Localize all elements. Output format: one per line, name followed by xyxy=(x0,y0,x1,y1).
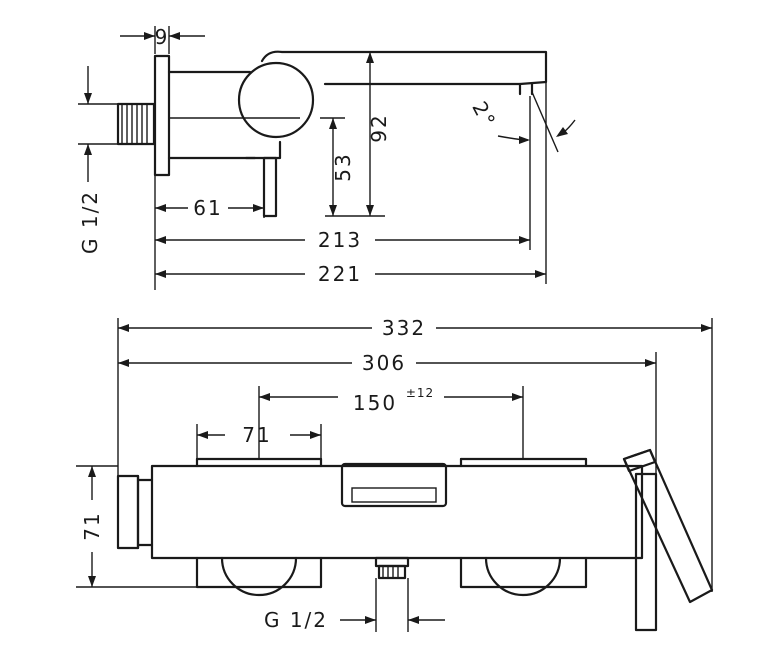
dim-overall-width: 332 xyxy=(382,316,426,340)
dim-centres: 150 xyxy=(353,391,397,415)
dim-outlet: G 1/2 xyxy=(264,608,328,632)
front-view-dimensions: 332 306 150 ±12 71 71 xyxy=(76,316,713,632)
dim-height-high: 92 xyxy=(367,113,391,142)
dim-spout-projection: 213 xyxy=(318,228,362,252)
dim-centres-tolerance: ±12 xyxy=(406,386,434,400)
front-center-shelf xyxy=(340,462,448,508)
front-left-cap xyxy=(116,474,140,550)
front-body xyxy=(150,464,644,560)
front-left-handle xyxy=(195,457,323,597)
dim-overall-projection: 221 xyxy=(318,262,362,286)
side-body xyxy=(167,50,548,218)
front-right-handle xyxy=(459,457,588,597)
dim-wall-depth: 9 xyxy=(155,25,170,49)
dim-body-width: 306 xyxy=(362,351,406,375)
dim-height-low: 53 xyxy=(331,152,355,181)
dim-side-inlet: G 1/2 xyxy=(78,190,102,254)
front-view xyxy=(116,448,714,632)
dim-offset: 61 xyxy=(193,196,222,220)
dim-handle-width: 71 xyxy=(242,423,271,447)
front-right-holder xyxy=(634,472,658,632)
side-view xyxy=(116,50,548,218)
front-bottom-outlet xyxy=(374,556,410,580)
dim-height: 71 xyxy=(80,511,104,540)
side-threaded-inlet xyxy=(116,102,156,146)
side-wall-plate xyxy=(153,54,171,177)
front-hand-shower xyxy=(622,448,714,604)
dim-angle: 2° xyxy=(467,97,501,132)
side-view-dimensions: 9 G 1/2 53 92 61 213 xyxy=(78,25,576,290)
